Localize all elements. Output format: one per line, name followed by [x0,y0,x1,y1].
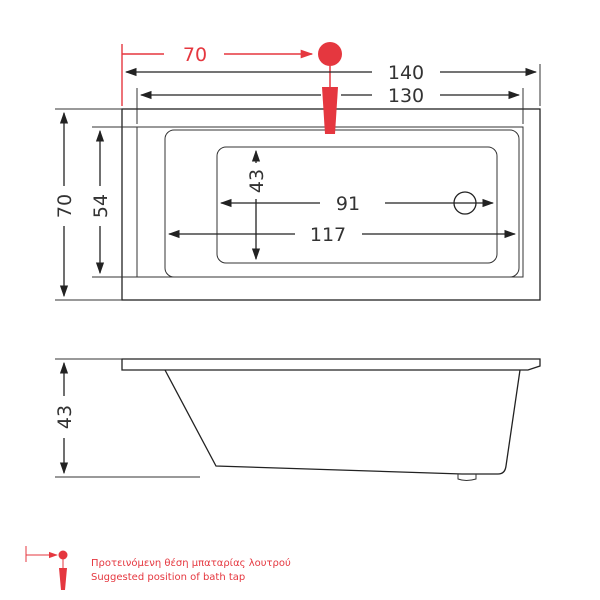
legend: Προτεινόμενη θέση μπαταρίας λουτρού Sugg… [25,546,291,590]
side-view: 43 [54,358,541,481]
inner-width-dimension: 54 [90,126,137,278]
inner-width-label: 54 [90,194,112,218]
legend-label-greek: Προτεινόμενη θέση μπαταρίας λουτρού [91,557,291,569]
tap-offset-dimension: 70 [121,44,314,106]
overall-length-dimension: 140 [124,62,541,106]
tub-basin-outline [216,146,498,264]
interior-length-label: 117 [310,224,346,246]
overall-width-label: 70 [54,194,76,218]
bath-tap-icon [318,42,342,134]
tap-offset-label: 70 [183,44,207,66]
tub-side-foot [457,474,477,481]
interior-length-dimension: 117 [167,224,517,246]
basin-length-dimension: 91 [219,193,495,215]
legend-tap-icon [25,546,68,590]
legend-label-english: Suggested position of bath tap [91,572,245,583]
tub-side-body [164,369,521,475]
top-view: 70 140 130 70 [54,42,541,301]
overall-length-label: 140 [388,62,424,84]
basin-length-label: 91 [336,193,360,215]
overall-width-dimension: 70 [54,108,122,301]
basin-width-label: 43 [246,169,268,193]
height-dimension: 43 [54,358,200,478]
basin-width-dimension: 43 [246,149,268,261]
height-label: 43 [54,405,76,429]
inner-length-dimension: 130 [136,85,524,124]
tub-interior-outline [164,129,520,278]
tub-inner-outline [136,126,524,278]
tub-side-rim [121,358,541,371]
tub-outer-outline [121,108,541,301]
inner-length-label: 130 [388,85,424,107]
